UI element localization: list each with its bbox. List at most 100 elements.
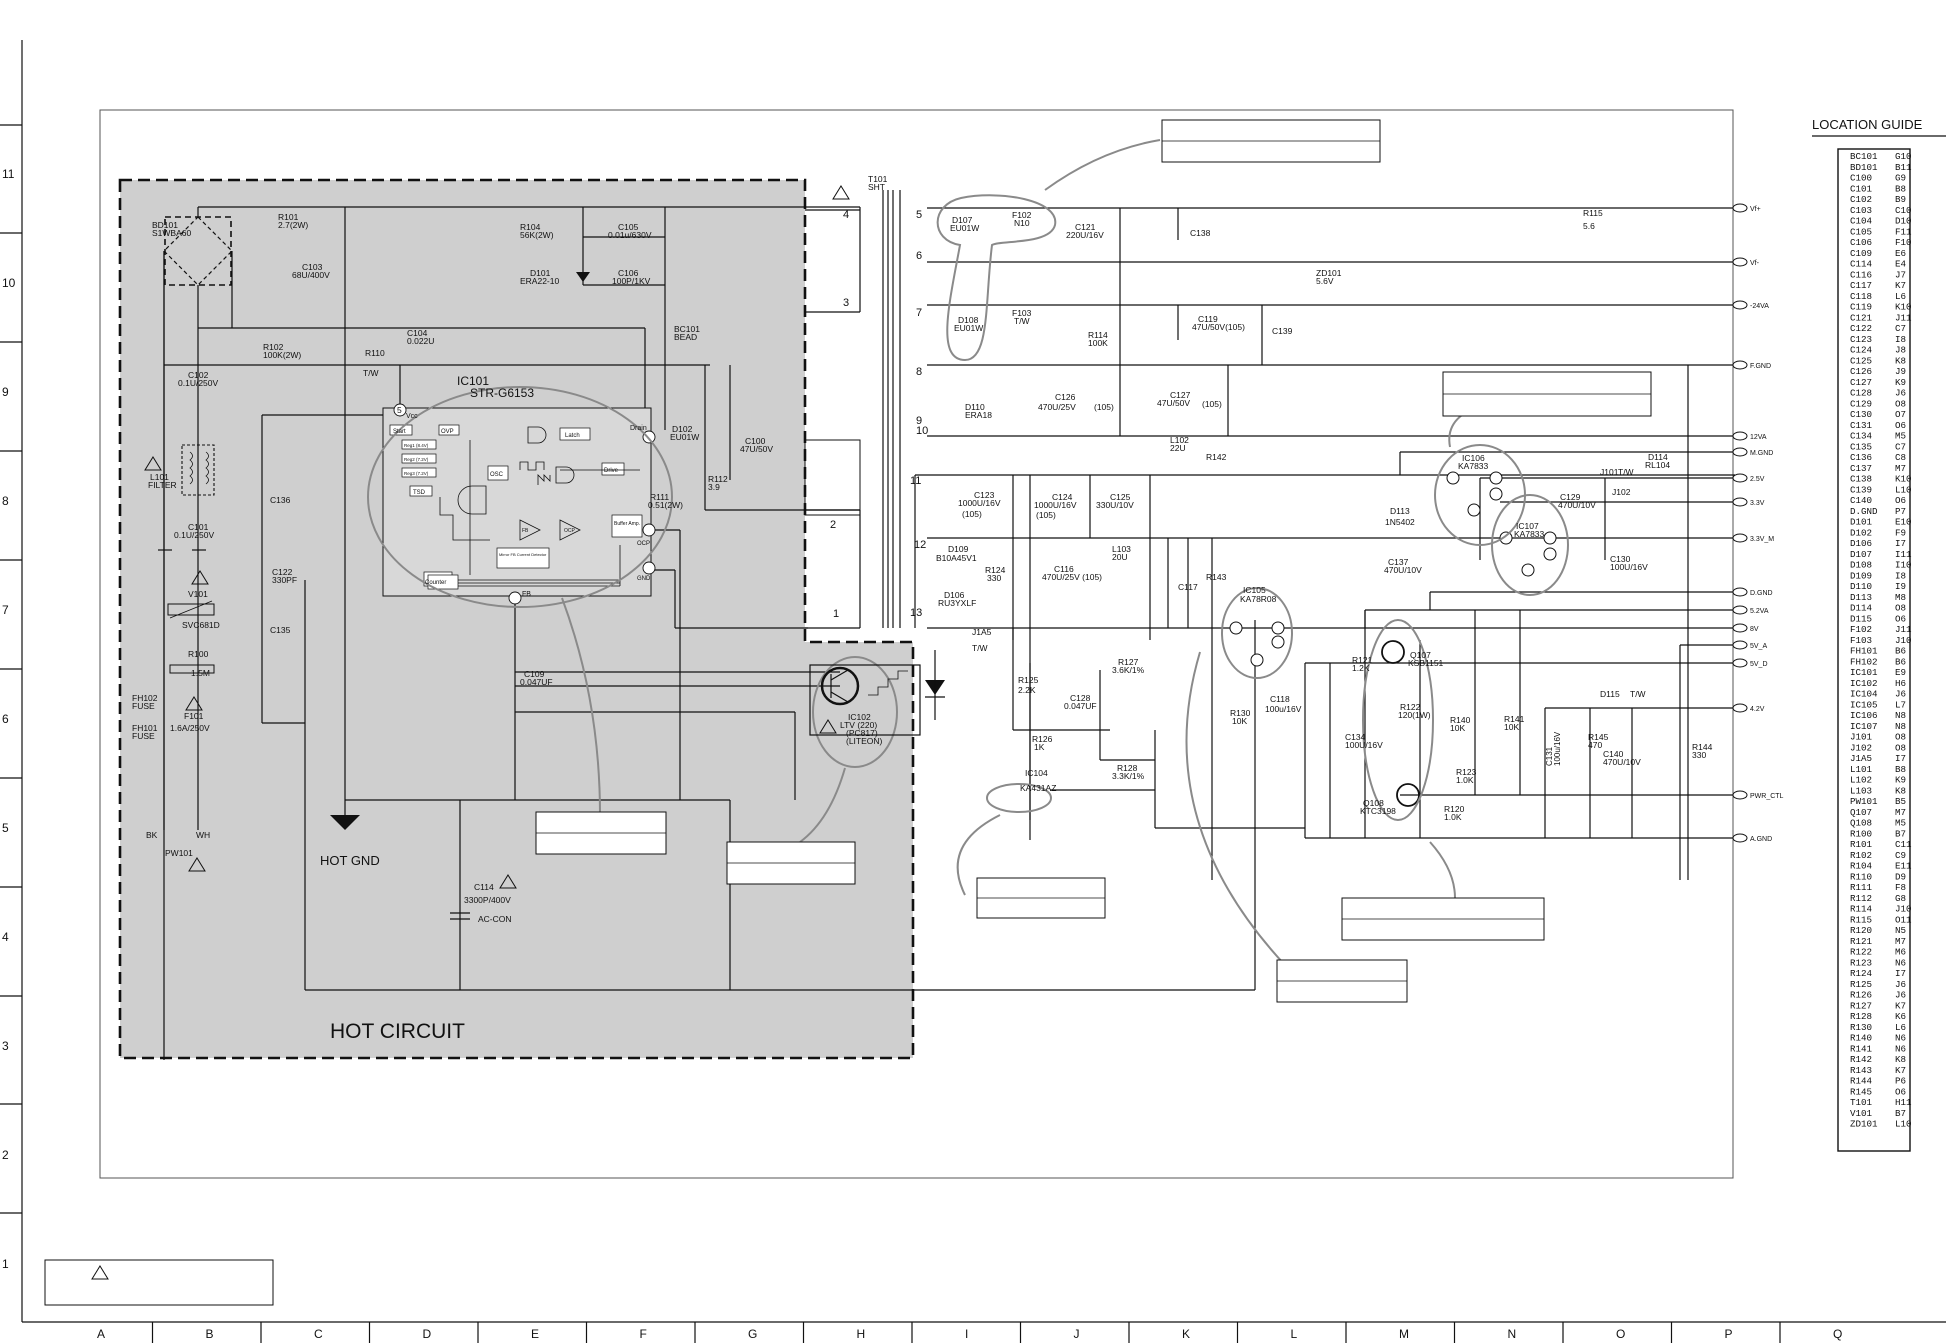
guide-ref: D114 xyxy=(1850,603,1873,614)
label-f102: F102 xyxy=(1012,210,1032,220)
label-r145_v: 470 xyxy=(1588,740,1602,750)
guide-loc: C11 xyxy=(1895,839,1912,850)
guide-loc: K8 xyxy=(1895,355,1906,366)
guide-ref: BC101 xyxy=(1850,151,1878,162)
guide-ref: C131 xyxy=(1850,420,1873,431)
label-c131: C131 xyxy=(1545,746,1554,766)
guide-ref: C114 xyxy=(1850,259,1873,270)
label-ic102: IC102 xyxy=(848,712,871,722)
label-c125: C125 xyxy=(1110,492,1131,502)
label-r127_v: 3.6K/1% xyxy=(1112,665,1145,675)
ic101-tsd: TSD xyxy=(413,490,426,496)
label-l101_part: FILTER xyxy=(148,480,177,490)
guide-ref: L101 xyxy=(1850,764,1873,775)
label-c122: C122 xyxy=(272,567,293,577)
label-f101_v: 1.6A/250V xyxy=(170,723,210,733)
label-f102_p: N10 xyxy=(1014,218,1030,228)
guide-loc: J6 xyxy=(1895,979,1906,990)
label-r127: R127 xyxy=(1118,657,1139,667)
guide-loc: N6 xyxy=(1895,1043,1906,1054)
transformer-pin: 3 xyxy=(843,297,849,309)
label-fh102: FH102 xyxy=(132,693,158,703)
label-j101: J101 xyxy=(1600,467,1619,477)
output-label: F.GND xyxy=(1750,363,1771,370)
output-terminal xyxy=(1732,533,1748,543)
guide-loc: J11 xyxy=(1895,624,1912,635)
label-ic106_p: KA7833 xyxy=(1458,461,1489,471)
guide-ref: R124 xyxy=(1850,968,1873,979)
label-d114: D114 xyxy=(1648,452,1668,462)
label-f101: F101 xyxy=(184,711,204,721)
label-c104: C104 xyxy=(407,328,428,338)
output-terminal xyxy=(1732,203,1748,213)
guide-loc: E9 xyxy=(1895,667,1906,678)
label-c126: C126 xyxy=(1055,392,1076,402)
output-terminal xyxy=(1732,833,1748,843)
guide-ref: C117 xyxy=(1850,280,1872,291)
guide-ref: R140 xyxy=(1850,1033,1872,1044)
label-r101: R101 xyxy=(278,212,299,222)
guide-loc: J8 xyxy=(1895,345,1906,356)
label-d115_p: T/W xyxy=(1630,689,1646,699)
label-c137: C137 xyxy=(1388,557,1409,567)
guide-ref: R126 xyxy=(1850,990,1872,1001)
label-c127_v: 47U/50V xyxy=(1157,398,1190,408)
guide-ref: C104 xyxy=(1850,216,1873,227)
guide-ref: C123 xyxy=(1850,334,1872,345)
output-label: M.GND xyxy=(1750,450,1773,457)
component-labels: BD101S1WBA60R1012.7(2W)C10368U/400VR1045… xyxy=(132,174,1713,924)
ic101-ovp: OVP xyxy=(441,429,454,435)
guide-ref: D109 xyxy=(1850,570,1872,581)
guide-ref: J101 xyxy=(1850,732,1873,743)
label-ic104: IC104 xyxy=(1025,768,1048,778)
label-d113_p: 1N5402 xyxy=(1385,517,1415,527)
guide-ref: C137 xyxy=(1850,463,1872,474)
col-label-E: E xyxy=(531,1327,539,1341)
label-c130: C130 xyxy=(1610,554,1631,564)
label-r142: R142 xyxy=(1206,452,1227,462)
output-terminal xyxy=(1732,431,1748,441)
col-label-D: D xyxy=(423,1327,432,1341)
guide-ref: C135 xyxy=(1850,441,1872,452)
guide-ref: R143 xyxy=(1850,1065,1872,1076)
label-c109: C109 xyxy=(524,669,545,679)
label-ic107: IC107 xyxy=(1516,521,1539,531)
guide-loc: H11 xyxy=(1895,1097,1912,1108)
output-terminal xyxy=(1732,300,1748,310)
label-r143: R143 xyxy=(1206,572,1227,582)
guide-ref: C106 xyxy=(1850,237,1872,248)
label-ic102_p1: LTV (220) xyxy=(840,720,877,730)
label-c134: C134 xyxy=(1345,732,1366,742)
guide-loc: K7 xyxy=(1895,1000,1906,1011)
label-l102: L102 xyxy=(1170,435,1189,445)
guide-loc: B11 xyxy=(1895,162,1912,173)
label-d101: D101 xyxy=(530,268,551,278)
output-terminal xyxy=(1732,360,1748,370)
guide-ref: C119 xyxy=(1850,302,1872,313)
label-r114: R114 xyxy=(1088,330,1108,340)
label-c127: C127 xyxy=(1170,390,1191,400)
guide-ref: D115 xyxy=(1850,613,1872,624)
label-c102_v: 0.1U/250V xyxy=(178,378,218,388)
guide-ref: T101 xyxy=(1850,1097,1873,1108)
label-c123_t: (105) xyxy=(962,509,982,519)
guide-loc: G10 xyxy=(1895,151,1912,162)
guide-loc: B7 xyxy=(1895,1108,1906,1119)
guide-ref: C140 xyxy=(1850,495,1872,506)
label-r104: R104 xyxy=(520,222,541,232)
row-label-4: 4 xyxy=(2,930,9,944)
guide-loc: N6 xyxy=(1895,957,1906,968)
guide-loc: K9 xyxy=(1895,775,1906,786)
label-c122_v: 330PF xyxy=(272,575,297,585)
guide-loc: M7 xyxy=(1895,807,1906,818)
guide-ref: C116 xyxy=(1850,269,1872,280)
guide-ref: Q107 xyxy=(1850,807,1872,818)
label-zd101_v: 5.6V xyxy=(1316,276,1334,286)
label-j1a5_p: T/W xyxy=(972,643,988,653)
label-c114_p: AC-CON xyxy=(478,914,512,924)
guide-loc: M6 xyxy=(1895,947,1906,958)
label-zd101: ZD101 xyxy=(1316,268,1342,278)
guide-loc: O6 xyxy=(1895,613,1906,624)
guide-ref: IC105 xyxy=(1850,699,1878,710)
label-r128: R128 xyxy=(1117,763,1138,773)
